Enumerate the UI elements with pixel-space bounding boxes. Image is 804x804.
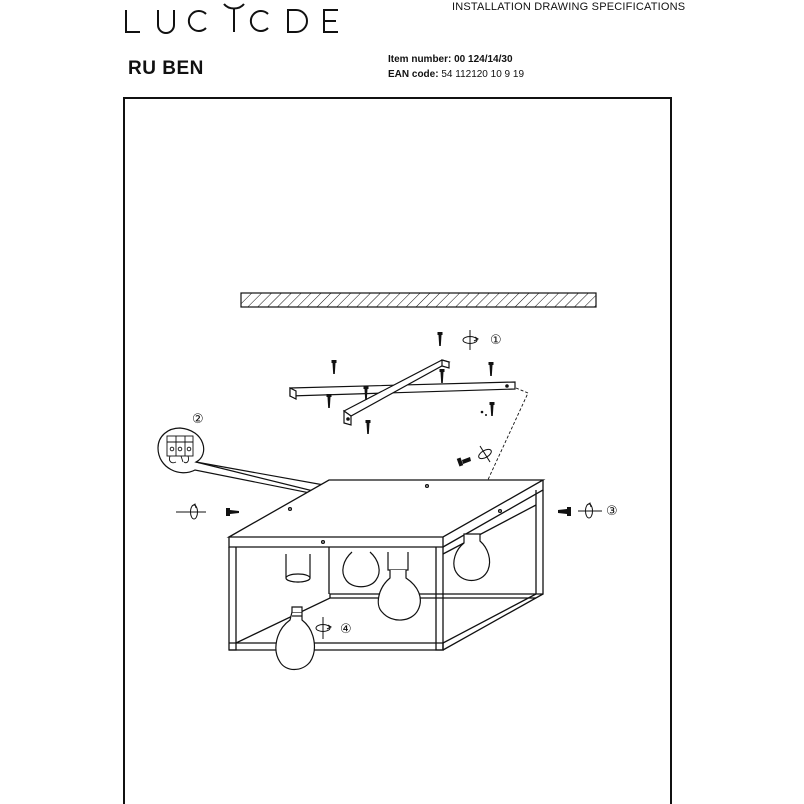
drawing-frame (123, 97, 672, 804)
ean-code: EAN code: 54 112120 10 9 19 (388, 69, 524, 80)
ean-code-value: 54 112120 10 9 19 (441, 69, 525, 80)
screw-icon (558, 507, 571, 516)
rotate-arrow-icon (315, 617, 332, 639)
step-4-label: ④ (340, 622, 352, 637)
screw-icon (480, 410, 487, 416)
step-3-label: ③ (606, 504, 618, 519)
step-1-label: ① (490, 333, 502, 348)
rotate-arrow-icon (578, 502, 602, 519)
rotate-arrow-icon (462, 330, 479, 350)
item-number-label: Item number: (388, 54, 452, 65)
item-number: Item number: 00 124/14/30 (388, 54, 513, 65)
ceiling-surface (240, 292, 597, 308)
alignment-line (473, 387, 529, 511)
mounting-bracket (289, 359, 516, 426)
bulb (275, 533, 491, 671)
screw-icon (226, 508, 239, 516)
step-2-label: ② (192, 412, 204, 427)
rotate-arrow-icon (478, 445, 492, 463)
product-name: RU BEN (128, 58, 204, 79)
document-type: INSTALLATION DRAWING SPECIFICATIONS (452, 1, 686, 13)
ean-code-label: EAN code: (388, 69, 439, 80)
screw-icon (456, 457, 471, 467)
terminal-block-icon (166, 435, 194, 464)
brand-logo (125, 3, 338, 34)
lamp-frame (226, 479, 546, 651)
rotate-arrow-icon (176, 503, 206, 520)
item-number-value: 00 124/14/30 (454, 54, 513, 65)
